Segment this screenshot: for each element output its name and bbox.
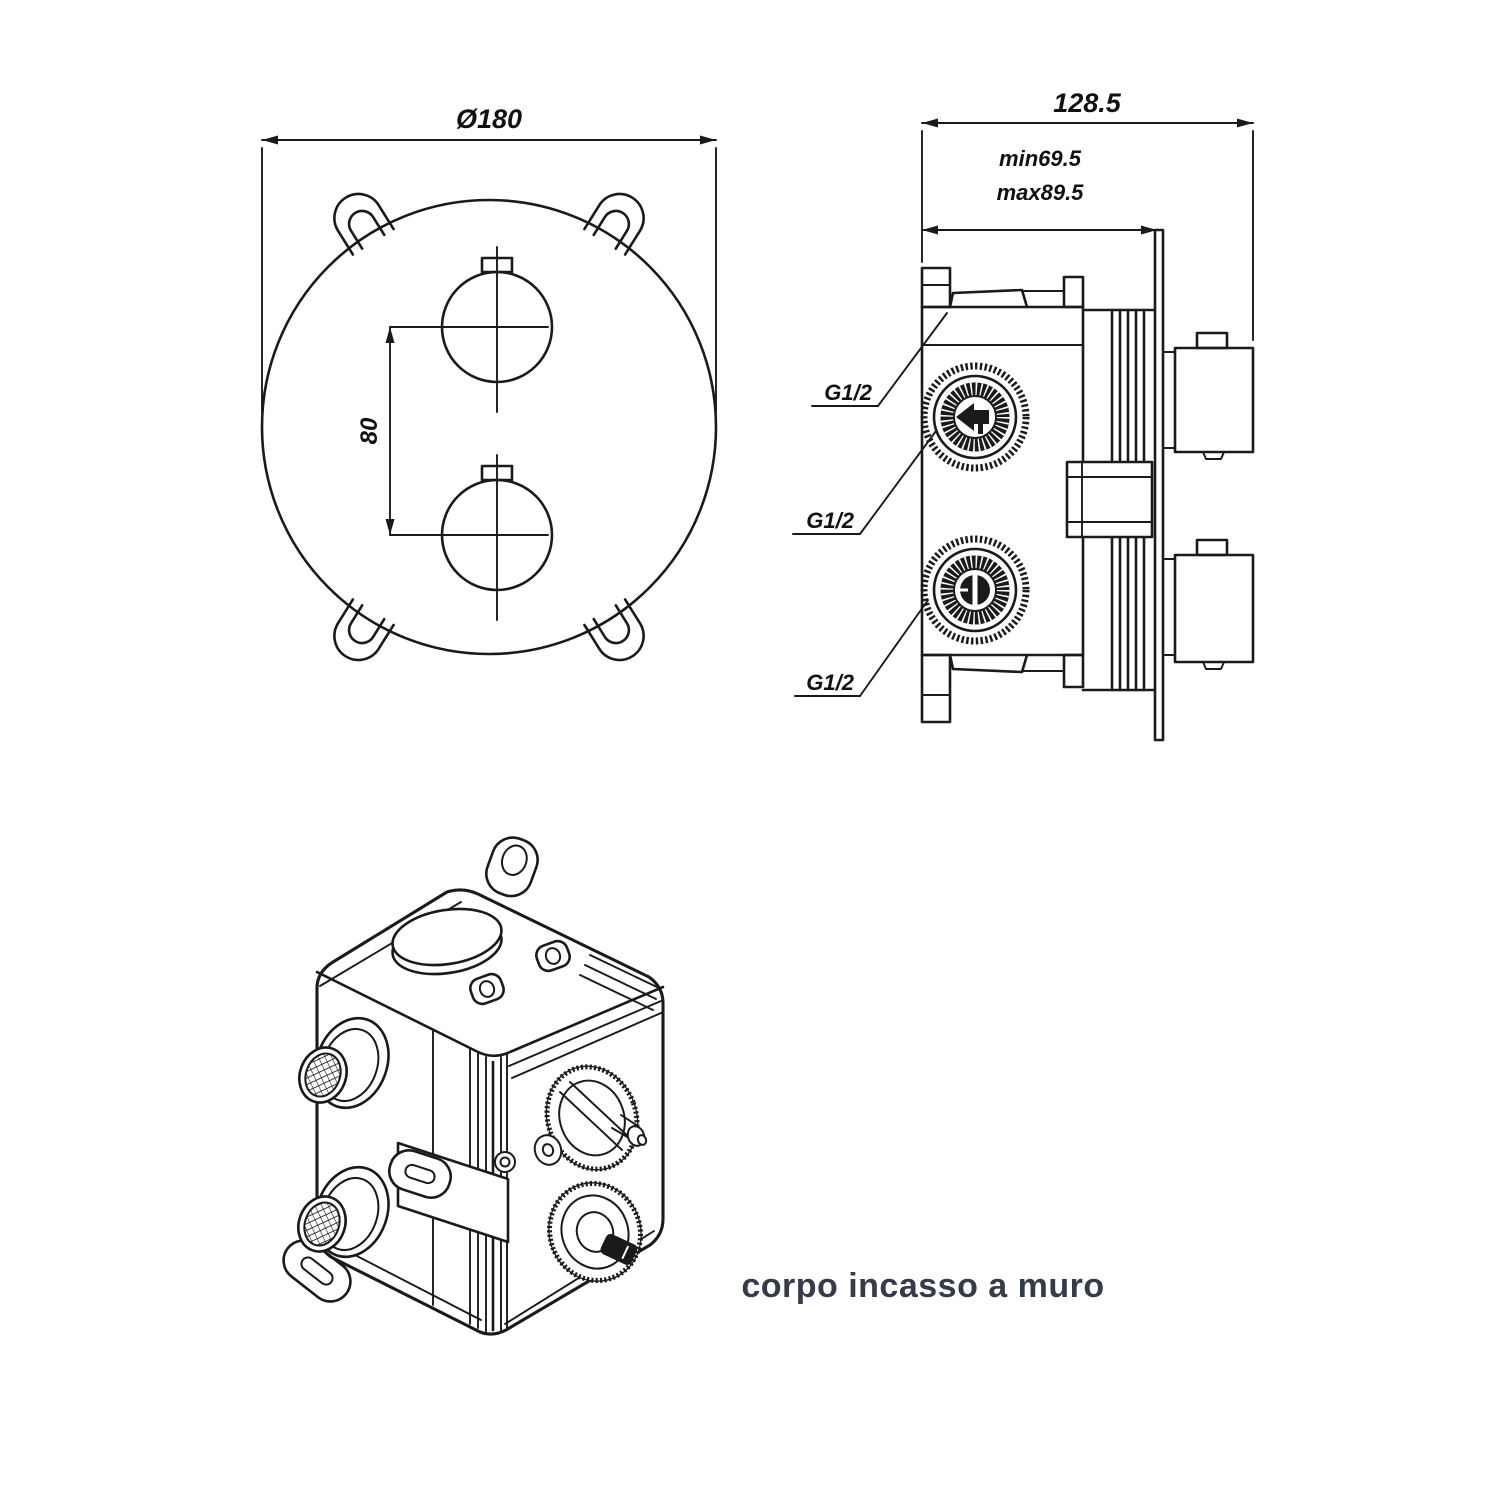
knob-top-front [440, 246, 554, 413]
side-view: 128.5 min69.5 max89.5 [792, 88, 1255, 742]
lug-bottom-left [333, 598, 395, 662]
iso-top-cap [391, 907, 503, 976]
knob-upper-side [1162, 331, 1255, 460]
front-view: Ø180 [260, 104, 718, 662]
knob-bottom-front [440, 454, 554, 621]
diameter-label: Ø180 [456, 104, 522, 134]
min-depth-label: min69.5 [999, 146, 1082, 171]
rib-section [1065, 308, 1157, 692]
iso-small-bosses-right [494, 1134, 563, 1173]
iso-port-upper [298, 1016, 390, 1110]
dimension-embed-depth: min69.5 max89.5 [921, 146, 1158, 235]
iso-boss-rear [535, 939, 571, 973]
knob-lower-side [1162, 538, 1255, 670]
iso-top-face-edges [315, 970, 665, 1058]
dimension-diameter: Ø180 [261, 104, 717, 413]
iso-bracket [387, 1141, 510, 1244]
valve-body-side [920, 266, 1085, 724]
svg-text:G1/2: G1/2 [806, 670, 854, 695]
mounting-lugs [333, 192, 645, 662]
iso-lug-top [485, 836, 539, 898]
svg-text:G1/2: G1/2 [806, 508, 854, 533]
iso-lug-bottom-left [282, 1239, 352, 1303]
iso-cartridge-lower [547, 1180, 643, 1284]
lug-bottom-right [583, 598, 645, 662]
lug-top-left [333, 192, 395, 256]
trim-plate-circle [260, 198, 718, 656]
guide-block [1065, 460, 1154, 539]
lug-top-right [583, 192, 645, 256]
port-label-top: G1/2 [811, 312, 948, 407]
port-lower-side [920, 535, 1030, 645]
iso-port-lower [297, 1165, 390, 1259]
caption: corpo incasso a muro [741, 1267, 1104, 1305]
isometric-view [282, 836, 665, 1336]
iso-lug-mid-left [387, 1149, 453, 1199]
spacing-label: 80 [356, 417, 383, 444]
max-depth-label: max89.5 [997, 180, 1085, 205]
dimension-spacing: 80 [356, 326, 549, 536]
overall-depth-label: 128.5 [1053, 88, 1122, 118]
svg-text:G1/2: G1/2 [824, 380, 872, 405]
iso-boss-front [469, 972, 505, 1006]
iso-cartridge-upper [544, 1064, 648, 1172]
dimension-overall-depth: 128.5 [921, 88, 1254, 341]
port-labels: G1/2 G1/2 G1/2 [792, 312, 948, 697]
port-upper-side [920, 362, 1030, 472]
port-label-middle: G1/2 [792, 430, 937, 535]
port-label-bottom: G1/2 [794, 599, 929, 697]
wall-plate [1153, 228, 1165, 742]
